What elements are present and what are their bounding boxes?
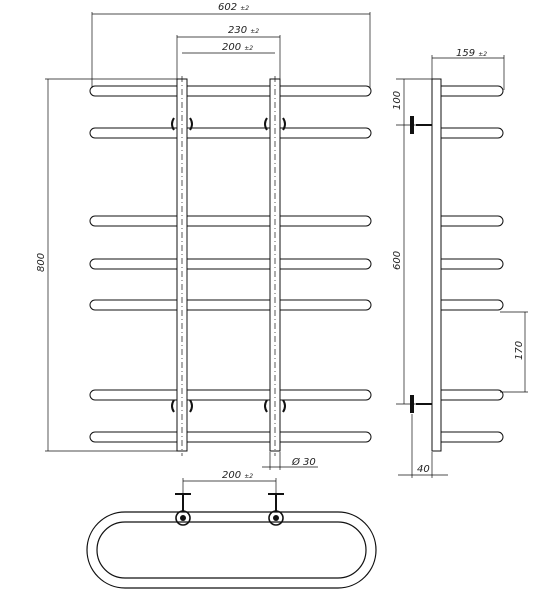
side-bar xyxy=(437,85,504,97)
plan-outer-loop xyxy=(86,511,377,589)
dim-inner-mount: 200 ±2 xyxy=(182,42,275,54)
side-depth-value: 159 xyxy=(456,48,475,59)
horizontal-bar xyxy=(89,299,372,311)
svg-text:230 ±2: 230 ±2 xyxy=(228,25,259,36)
side-bar xyxy=(437,127,504,139)
dim-overall-width: 602 ±2 xyxy=(91,2,371,88)
left-vertical-post xyxy=(176,78,188,452)
plan-view: 200 ±2 xyxy=(86,470,377,589)
dim-side-vertical: 100 600 xyxy=(392,78,432,405)
svg-text:200 ±2: 200 ±2 xyxy=(222,470,253,481)
dim-plan-mount: 200 ±2 xyxy=(182,470,277,494)
side-bar xyxy=(437,258,504,270)
horizontal-bar xyxy=(89,215,372,227)
outer-mount-value: 230 xyxy=(228,25,247,36)
horizontal-bar xyxy=(89,127,372,139)
side-view: 159 ±2 100 600 170 40 xyxy=(392,48,528,478)
side-bar xyxy=(437,389,504,401)
pipe-dia-value: Ø 30 xyxy=(291,456,316,468)
side-bar xyxy=(437,431,504,443)
dim-side-depth: 159 ±2 xyxy=(431,48,505,90)
outer-mount-tol: ±2 xyxy=(250,28,259,35)
svg-text:602 ±2: 602 ±2 xyxy=(218,2,249,13)
dim-overall-height: 800 xyxy=(36,78,182,452)
side-wall-brackets xyxy=(410,116,432,413)
wall-gap-value: 40 xyxy=(417,464,430,475)
dim-bar-pitch: 170 xyxy=(500,311,528,393)
side-bars xyxy=(437,85,504,443)
plan-mount-right xyxy=(268,493,284,526)
front-view: 602 ±2 230 ±2 200 ±2 800 Ø 30 xyxy=(36,2,372,470)
side-depth-tol: ±2 xyxy=(478,51,487,58)
horizontal-bar xyxy=(89,85,372,97)
bar-pitch-value: 170 xyxy=(514,341,525,360)
horizontal-bars xyxy=(89,85,372,443)
dim-wall-gap: 40 xyxy=(398,414,448,478)
plan-inner-loop xyxy=(96,521,367,579)
side-bar xyxy=(437,215,504,227)
plan-mount-left xyxy=(175,493,191,526)
horizontal-bar xyxy=(89,431,372,443)
right-vertical-post xyxy=(269,78,281,452)
side-bar xyxy=(437,299,504,311)
overall-width-tol: ±2 xyxy=(240,5,249,12)
overall-width-value: 602 xyxy=(218,2,237,13)
top-offset-value: 100 xyxy=(392,91,403,110)
mount-brackets xyxy=(171,117,286,413)
dim-pipe-diameter: Ø 30 xyxy=(262,452,318,470)
svg-text:159 ±2: 159 ±2 xyxy=(456,48,487,59)
overall-height-value: 800 xyxy=(36,253,47,272)
plan-mount-tol: ±2 xyxy=(244,473,253,480)
inner-mount-value: 200 xyxy=(222,42,241,53)
horizontal-bar xyxy=(89,258,372,270)
inner-mount-tol: ±2 xyxy=(244,45,253,52)
mount-spacing-value: 600 xyxy=(392,251,403,270)
side-vertical-post xyxy=(431,78,442,452)
svg-text:200 ±2: 200 ±2 xyxy=(222,42,253,53)
plan-mount-value: 200 xyxy=(222,470,241,481)
dim-outer-mount: 230 ±2 xyxy=(176,25,281,80)
horizontal-bar xyxy=(89,389,372,401)
